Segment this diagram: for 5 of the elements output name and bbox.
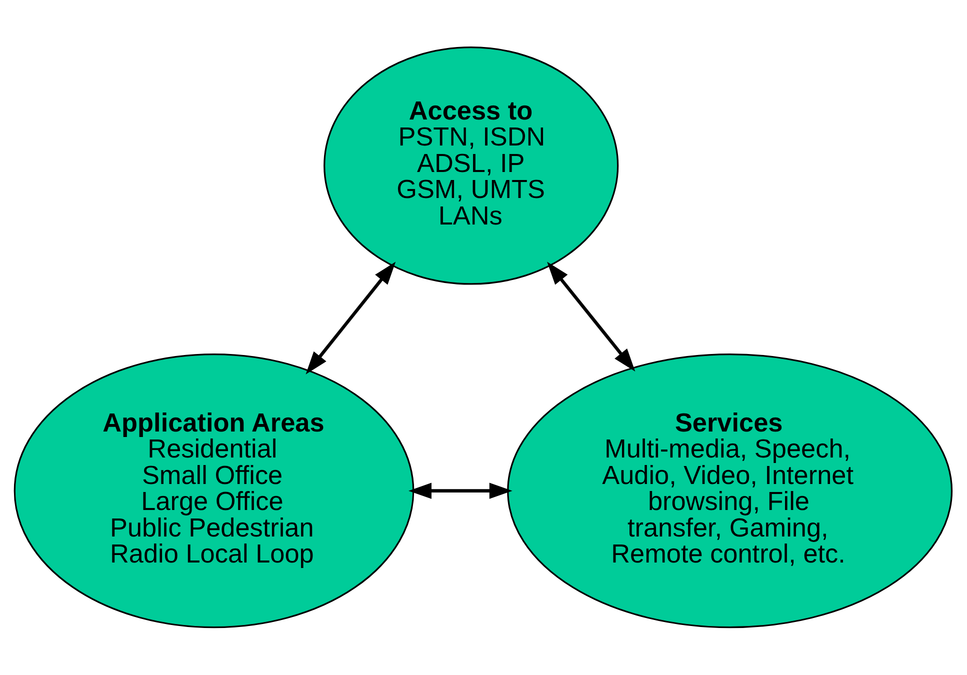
arrow <box>408 482 512 499</box>
arrow <box>547 262 636 372</box>
arrow <box>306 262 396 374</box>
node-ellipse: Application Areas Residential Small Office Large Office Public Pedestrian Radio Local Loop <box>14 353 414 628</box>
node-ellipse: Services Multi-media, Speech, Audio, Video, Internet browsing, File transfer, Gaming, Remote control, etc. <box>507 353 953 628</box>
